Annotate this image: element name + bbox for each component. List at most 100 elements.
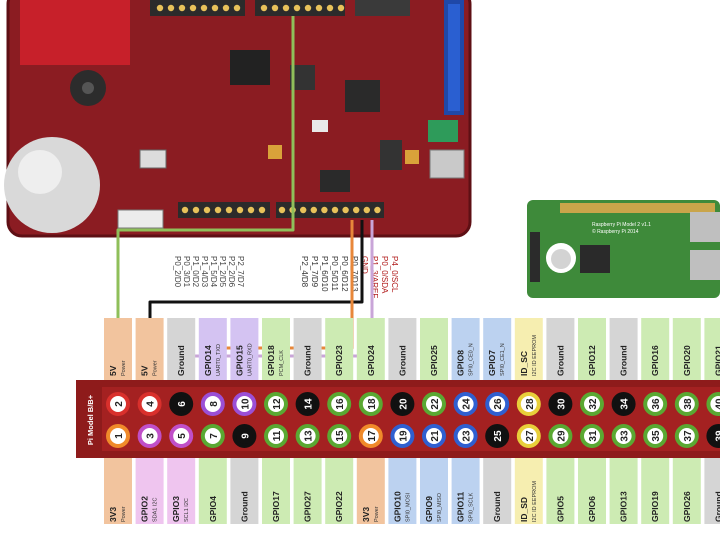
gpio-pin-number: 11 bbox=[272, 430, 283, 441]
gpio-label-box bbox=[483, 458, 512, 524]
gpio-pin-center bbox=[173, 396, 190, 412]
gpio-label: 5V bbox=[108, 365, 118, 376]
gpio-pin-number: 21 bbox=[430, 430, 441, 442]
gpio-label-box bbox=[104, 458, 132, 524]
gpio-pin-number: 24 bbox=[462, 398, 473, 410]
gpio-pin-center bbox=[457, 428, 474, 444]
gpio-pin-center bbox=[615, 428, 632, 444]
gpio-pin-center bbox=[552, 428, 569, 444]
rpi-mini-usb bbox=[690, 250, 720, 280]
header-pin bbox=[258, 206, 266, 214]
gpio-pin-number: 40 bbox=[714, 398, 720, 410]
gpio-pin-number: 36 bbox=[651, 398, 662, 410]
gpio-label: 3V3 bbox=[108, 507, 118, 522]
top-header-right bbox=[355, 0, 410, 16]
header-pin bbox=[156, 4, 164, 12]
gpio-label: GPIO26 bbox=[682, 491, 692, 522]
gpio-label-box bbox=[135, 458, 164, 524]
gpio-label-box bbox=[420, 458, 448, 524]
gpio-label: GPIO23 bbox=[334, 345, 344, 376]
gpio-pin-number: 34 bbox=[620, 398, 631, 410]
header-pin bbox=[304, 4, 312, 12]
gpio-pin-center bbox=[710, 428, 720, 444]
gpio-pin-center bbox=[678, 396, 695, 412]
gpio-label: GPIO19 bbox=[650, 491, 660, 522]
gpio-pin-number: 20 bbox=[398, 398, 409, 410]
board-pin-label: P0_5/D11 bbox=[330, 256, 339, 292]
gpio-pin-number: 35 bbox=[651, 430, 662, 442]
gpio-label-box bbox=[704, 458, 720, 524]
gpio-pin-number: 23 bbox=[462, 430, 473, 442]
capacitor bbox=[268, 145, 282, 159]
header-pin bbox=[192, 206, 200, 214]
gpio-sublabel: SPI0_SCLK bbox=[469, 492, 475, 522]
header-pin bbox=[233, 4, 241, 12]
gpio-sublabel: PCM_CLK bbox=[279, 350, 285, 376]
board-pin-label: P1_6/D10 bbox=[320, 256, 329, 292]
gpio-pin-center bbox=[489, 428, 506, 444]
gpio-pin-center bbox=[204, 396, 221, 412]
header-pin bbox=[342, 206, 349, 214]
header-pin bbox=[331, 206, 339, 214]
chip bbox=[320, 170, 350, 192]
gpio-label-box bbox=[514, 458, 543, 524]
buzzer-center bbox=[82, 82, 94, 94]
gpio-sublabel: UART0_RXD bbox=[247, 343, 253, 376]
gpio-pin-number: 17 bbox=[367, 430, 378, 442]
gpio-label-box bbox=[356, 458, 385, 524]
gpio-label: GPIO17 bbox=[271, 491, 281, 522]
pir-sensor-highlight bbox=[18, 150, 62, 194]
header-pin bbox=[203, 206, 211, 214]
gpio-pin-center bbox=[236, 396, 253, 412]
gpio-label-box bbox=[420, 318, 448, 380]
board-pin-label: P1_0/D2 bbox=[191, 256, 200, 288]
gpio-pin-center bbox=[710, 396, 720, 412]
gpio-pin-number: 10 bbox=[240, 398, 251, 410]
gpio-pin-center bbox=[615, 396, 632, 412]
header-pin bbox=[326, 4, 334, 12]
gpio-label: GPIO21 bbox=[713, 345, 720, 376]
gpio-label: GPIO22 bbox=[334, 491, 344, 522]
gpio-label-box bbox=[262, 458, 290, 524]
gpio-label-box bbox=[135, 318, 164, 380]
gpio-label: GPIO24 bbox=[366, 345, 376, 376]
header-pin bbox=[353, 206, 360, 214]
board-red-block bbox=[20, 0, 130, 65]
gpio-sublabel: SPI0_MOSI bbox=[405, 492, 411, 522]
header-pin bbox=[310, 206, 317, 214]
gpio-pin-number: 9 bbox=[240, 433, 251, 439]
gpio-label: Ground bbox=[239, 491, 249, 522]
header-pin bbox=[181, 206, 189, 214]
gpio-label-box bbox=[641, 318, 670, 380]
gpio-pin-number: 28 bbox=[525, 398, 536, 410]
blue-connector-inner bbox=[448, 4, 460, 111]
board-pin-label: P2_4/D8 bbox=[300, 256, 309, 288]
rpi-mini-pcb bbox=[527, 200, 720, 298]
pi-model-label: Pi Model B/B+ bbox=[86, 394, 95, 445]
switch bbox=[139, 149, 167, 169]
gpio-pin-number: 2 bbox=[114, 401, 125, 407]
gpio-pin-center bbox=[362, 396, 379, 412]
gpio-pin-center bbox=[268, 428, 284, 444]
gpio-sublabel: UART0_TXD bbox=[216, 344, 222, 376]
gpio-label: Ground bbox=[492, 491, 502, 522]
green-terminal bbox=[428, 120, 458, 142]
gpio-label: GPIO13 bbox=[619, 491, 629, 522]
gpio-pin-center bbox=[268, 396, 284, 412]
header-pin bbox=[315, 4, 323, 12]
board-pin-label: P1_3/AREF bbox=[370, 256, 379, 298]
gpio-label: GPIO15 bbox=[234, 345, 244, 376]
gpio-pin-center bbox=[584, 428, 600, 444]
bottom-header-pins bbox=[181, 206, 381, 214]
gpio-label-box bbox=[325, 458, 354, 524]
gpio-pin-number: 25 bbox=[493, 430, 504, 442]
capacitor bbox=[405, 150, 419, 164]
gpio-label: GPIO5 bbox=[555, 496, 565, 522]
header-pin bbox=[363, 206, 370, 214]
gpio-pin-number: 16 bbox=[335, 398, 346, 410]
gpio-pin-center bbox=[520, 396, 537, 412]
gpio-label-box bbox=[388, 458, 417, 524]
board-pin-label: P2_2/D6 bbox=[227, 256, 236, 288]
